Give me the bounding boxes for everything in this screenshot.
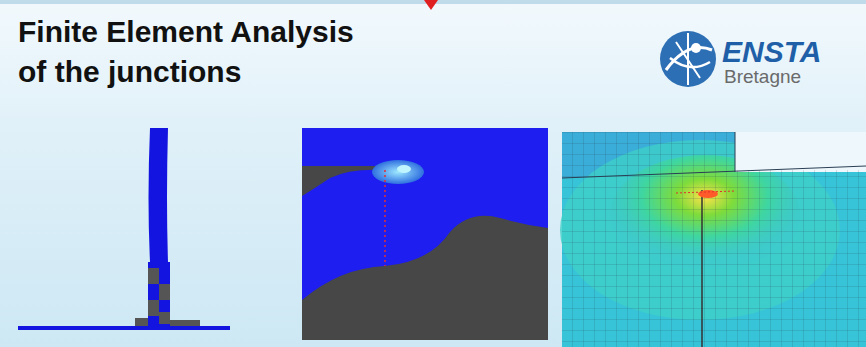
fe-model-junction bbox=[302, 128, 548, 340]
fe-model-post bbox=[18, 128, 230, 330]
fe-stress-contour bbox=[560, 132, 866, 347]
logo-subname: Bretagne bbox=[724, 66, 801, 88]
logo-icon bbox=[660, 31, 716, 87]
logo-name: ENSTA bbox=[722, 36, 821, 68]
slide-title: Finite Element Analysis of the junctions bbox=[18, 12, 390, 92]
red-arrow bbox=[424, 0, 438, 10]
